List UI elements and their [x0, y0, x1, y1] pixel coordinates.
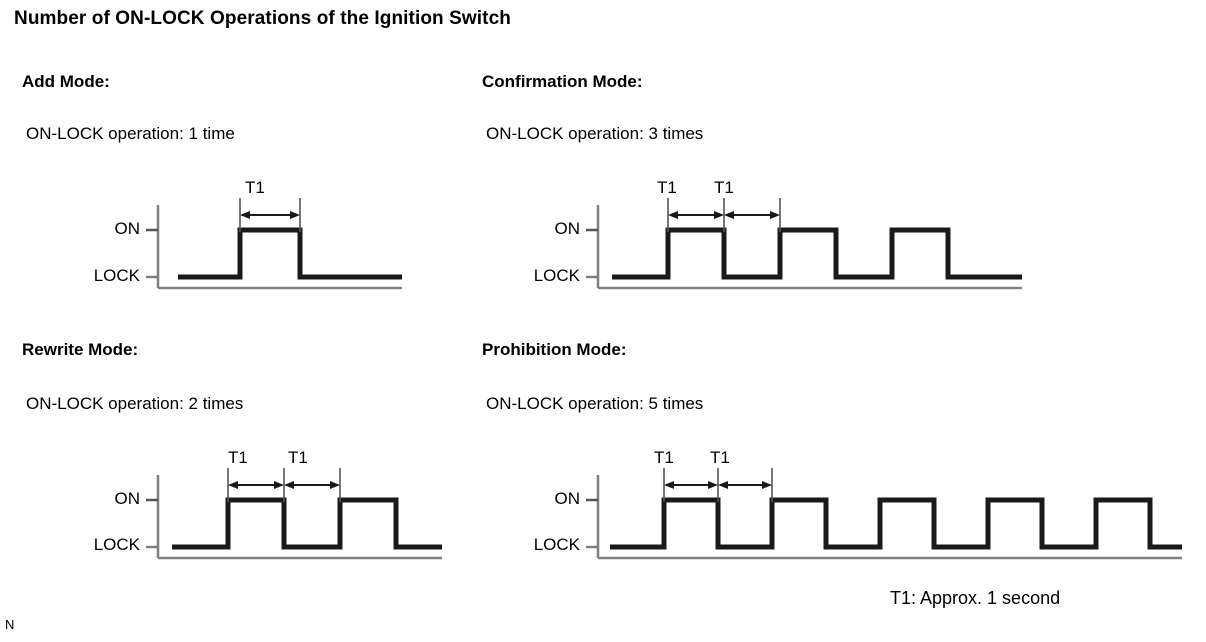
waveform-svg-rewrite-mode	[146, 468, 442, 560]
t1-label-rewrite-mode-1: T1	[228, 448, 248, 467]
axis-label-on-confirmation-mode: ON	[554, 219, 581, 238]
waveform-trace-rewrite-mode	[172, 497, 442, 550]
waveform-trace-add-mode	[178, 227, 402, 280]
t1-arrowhead-left-2-rewrite-mode	[284, 481, 294, 489]
axis-label-on-prohibition-mode: ON	[554, 489, 581, 508]
axis-label-lock-rewrite-mode: LOCK	[93, 535, 140, 554]
waveform-add-mode	[140, 190, 420, 305]
t1-label-prohibition-mode-2: T1	[710, 448, 730, 467]
t1-arrowhead-right-1-rewrite-mode	[274, 481, 284, 489]
axis-label-on-add-mode: ON	[114, 219, 141, 238]
t1-arrowhead-left-1-prohibition-mode	[664, 481, 674, 489]
waveform-trace-prohibition-mode	[610, 497, 1182, 550]
panel-title-prohibition-mode: Prohibition Mode:	[482, 340, 627, 359]
panel-confirmation-mode: Confirmation Mode: ON-LOCK operation: 3 …	[470, 0, 1206, 310]
waveform-svg-prohibition-mode	[586, 468, 1182, 560]
panel-subtitle-prohibition-mode: ON-LOCK operation: 5 times	[486, 394, 704, 413]
t1-label-add-mode-1: T1	[245, 178, 265, 197]
panel-title-rewrite-mode: Rewrite Mode:	[22, 340, 139, 359]
panel-title-confirmation-mode: Confirmation Mode:	[482, 72, 643, 91]
figure-title: Number of ON-LOCK Operations of the Igni…	[14, 8, 511, 29]
t1-arrowhead-right-2-confirmation-mode	[770, 211, 780, 219]
panel-subtitle-add-mode: ON-LOCK operation: 1 time	[26, 124, 235, 143]
t1-arrowhead-left-2-prohibition-mode	[718, 481, 728, 489]
t1-arrowhead-left-add-mode	[240, 211, 250, 219]
waveform-trace-confirmation-mode	[612, 227, 1022, 280]
waveform-prohibition-mode	[580, 460, 1200, 575]
t1-arrowhead-right-1-confirmation-mode	[714, 211, 724, 219]
t1-label-confirmation-mode-2: T1	[714, 178, 734, 197]
axis-label-lock-prohibition-mode: LOCK	[533, 535, 580, 554]
t1-arrowhead-right-add-mode	[290, 211, 300, 219]
panel-prohibition-mode: Prohibition Mode: ON-LOCK operation: 5 t…	[470, 310, 1206, 600]
axis-label-lock-add-mode: LOCK	[93, 266, 140, 285]
panel-add-mode: Add Mode: ON-LOCK operation: 1 time ON L…	[0, 0, 470, 310]
t1-arrowhead-right-1-prohibition-mode	[708, 481, 718, 489]
t1-arrowhead-right-2-prohibition-mode	[762, 481, 772, 489]
t1-arrowhead-left-1-confirmation-mode	[668, 211, 678, 219]
axis-label-lock-confirmation-mode: LOCK	[533, 266, 580, 285]
panel-rewrite-mode: Rewrite Mode: ON-LOCK operation: 2 times…	[0, 310, 470, 600]
t1-arrowhead-right-2-rewrite-mode	[330, 481, 340, 489]
corner-mark: N	[5, 617, 15, 632]
axis-label-on-rewrite-mode: ON	[114, 489, 141, 508]
panel-subtitle-confirmation-mode: ON-LOCK operation: 3 times	[486, 124, 704, 143]
waveform-rewrite-mode	[140, 460, 460, 575]
panel-subtitle-rewrite-mode: ON-LOCK operation: 2 times	[26, 394, 244, 413]
t1-arrowhead-left-2-confirmation-mode	[724, 211, 734, 219]
t1-label-confirmation-mode-1: T1	[657, 178, 677, 197]
waveform-confirmation-mode	[580, 190, 1040, 305]
footnote-t1: T1: Approx. 1 second	[890, 588, 1061, 608]
t1-label-prohibition-mode-1: T1	[654, 448, 674, 467]
t1-arrowhead-left-1-rewrite-mode	[228, 481, 238, 489]
panel-title-add-mode: Add Mode:	[22, 72, 110, 91]
waveform-svg-add-mode	[146, 198, 402, 290]
t1-label-rewrite-mode-2: T1	[288, 448, 308, 467]
waveform-svg-confirmation-mode	[586, 198, 1022, 290]
